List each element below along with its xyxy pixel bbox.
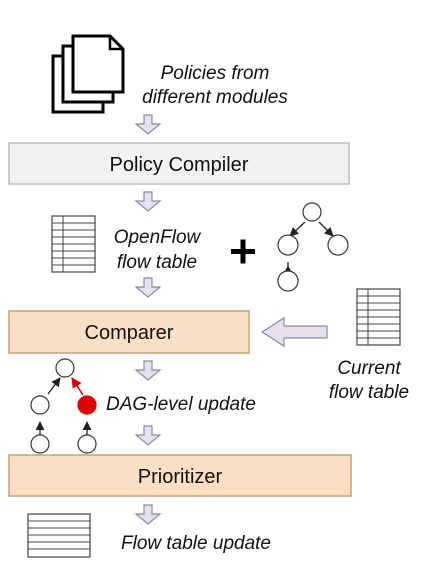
current-table-icon [356, 288, 401, 346]
policies-label-line1: Policies from [161, 63, 270, 84]
dag-update-label: DAG-level update [106, 394, 256, 415]
openflow-label-line1: OpenFlow [114, 227, 202, 248]
down-arrow-5 [134, 425, 162, 446]
down-arrow-3 [134, 277, 162, 298]
comparer-label: Comparer [85, 322, 174, 344]
plus-icon [231, 239, 255, 264]
down-arrow-4 [134, 360, 162, 381]
policies-label-line2: different modules [142, 87, 288, 108]
prioritizer-box [8, 454, 352, 497]
prioritizer-label: Prioritizer [138, 466, 223, 488]
current-label-line1: Current [337, 358, 401, 379]
flow-update-label: Flow table update [121, 533, 271, 554]
down-arrow-6 [134, 504, 162, 525]
openflow-label-line2: flow table [117, 252, 197, 273]
flow-update-table-icon [27, 513, 91, 558]
openflow-table-icon [51, 215, 96, 273]
dag-graph-updated [30, 358, 97, 454]
policy-compiler-box [8, 142, 350, 185]
current-label-line2: flow table [329, 382, 409, 403]
down-arrow-2 [134, 191, 162, 212]
left-arrow-current-table [260, 316, 328, 348]
down-arrow-1 [134, 114, 162, 135]
policy-compiler-label: Policy Compiler [110, 154, 249, 176]
dag-graph-top [277, 202, 349, 292]
policy-documents-icon [51, 34, 125, 114]
comparer-box [8, 310, 250, 354]
